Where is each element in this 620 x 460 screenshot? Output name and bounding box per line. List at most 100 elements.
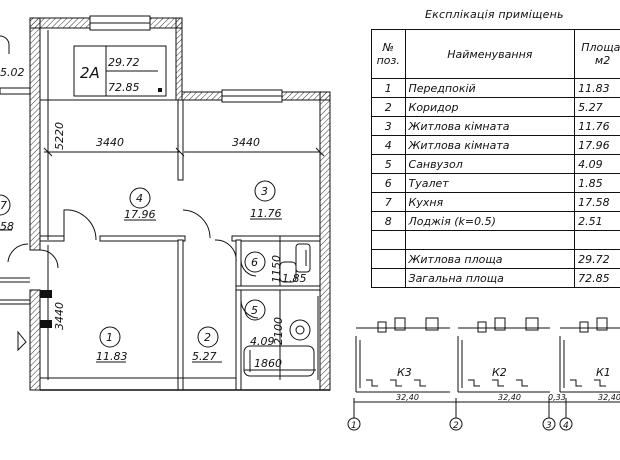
- dim-room3-width: 3440: [232, 136, 260, 149]
- table-cell-name: Житлова кімната: [404, 116, 576, 136]
- section-dim-gap: 0,33: [548, 393, 566, 402]
- table-cell-num: 8: [371, 211, 406, 231]
- table-cell-name: [404, 230, 576, 250]
- section-k1-label: К1: [596, 366, 611, 379]
- section-dim-3: 32,40: [598, 393, 620, 402]
- neighbour-fragment: 5.02 7 58: [0, 35, 31, 352]
- header-name: Найменування: [404, 29, 576, 79]
- axis-marker-3: 3: [542, 417, 556, 431]
- axis-marker-1: 1: [347, 417, 361, 431]
- svg-text:4: 4: [563, 421, 569, 431]
- dim-vertical-top: 5220: [53, 122, 66, 150]
- room-3-label: 3 11.76: [250, 180, 282, 220]
- room-2-label: 2 5.27: [192, 326, 222, 363]
- table-cell-area: 1.85: [574, 173, 620, 193]
- table-cell-name: Загальна площа: [404, 268, 576, 288]
- room-3-area: 11.76: [250, 207, 282, 220]
- room-4-number: 4: [136, 192, 143, 205]
- table-cell-num: 5: [371, 154, 406, 174]
- axis-marker-2: 2: [449, 417, 463, 431]
- room-1-number: 1: [106, 331, 113, 344]
- table-cell-area: 17.96: [574, 135, 620, 155]
- dimension-lines: [43, 30, 325, 380]
- table-cell-num: 2: [371, 97, 406, 117]
- room-2-number: 2: [204, 331, 211, 344]
- axis-marker-4: 4: [559, 417, 573, 431]
- room-4-area: 17.96: [124, 208, 156, 221]
- key-plan: [353, 317, 620, 420]
- section-dim-2: 32,40: [498, 393, 521, 402]
- table-cell-num: 7: [371, 192, 406, 212]
- table-cell-area: 29.72: [574, 249, 620, 269]
- table-title: Експлікація приміщень: [425, 8, 564, 21]
- apartment-code: 2A: [80, 64, 100, 82]
- header-area: Площа,м2: [574, 29, 620, 79]
- table-cell-area: 5.27: [574, 97, 620, 117]
- table-cell-num: 3: [371, 116, 406, 136]
- table-cell-num: [371, 249, 406, 269]
- dim-toilet-height: 1150: [270, 255, 283, 283]
- table-cell-area: [574, 230, 620, 250]
- section-k3-label: К3: [397, 366, 412, 379]
- table-cell-num: [371, 230, 406, 250]
- dim-bath-height: 2100: [272, 317, 285, 345]
- room-3-number: 3: [261, 185, 268, 198]
- key-plan-labels: К3 К2 К1 32,40 32,40 0,33 32,40 1 2 3 4: [347, 366, 620, 431]
- room-2-area: 5.27: [192, 350, 217, 363]
- room-4-label: 4 17.96: [124, 187, 156, 221]
- room-1-area: 11.83: [96, 350, 128, 363]
- table-cell-area: 11.76: [574, 116, 620, 136]
- neighbour-room-area: 58: [0, 220, 14, 233]
- svg-text:1: 1: [351, 421, 357, 431]
- apartment-living-area: 29.72: [108, 56, 140, 69]
- section-dim-1: 32,40: [396, 393, 419, 402]
- table-cell-name: Кухня: [404, 192, 576, 212]
- key-plan-section-k1: [559, 317, 620, 393]
- section-k2-label: К2: [492, 366, 507, 379]
- table-cell-num: 6: [371, 173, 406, 193]
- room-5-number: 5: [251, 304, 258, 317]
- room-6-number: 6: [251, 256, 258, 269]
- table-cell-name: Лоджія (k=0.5): [404, 211, 576, 231]
- table-cell-name: Передпокій: [404, 78, 576, 98]
- apartment-total-area: 72.85: [108, 81, 140, 94]
- room-labels: 4 17.96 3 11.76 6 1.85 5 4.09 1 11.83: [96, 180, 307, 363]
- dimension-texts: 5220 3440 3440 3440 1860 2100 1150: [53, 122, 285, 370]
- svg-text:2: 2: [453, 421, 459, 431]
- table-cell-num: 4: [371, 135, 406, 155]
- room-5-label: 5 4.09: [244, 299, 275, 348]
- dim-bath-width: 1860: [254, 357, 282, 370]
- table-cell-num: [371, 268, 406, 288]
- table-cell-name: Туалет: [404, 173, 576, 193]
- neighbour-area-label: 5.02: [0, 66, 25, 79]
- dim-room4-width: 3440: [96, 136, 124, 149]
- key-plan-section-k3: [355, 317, 450, 393]
- table-cell-name: Санвузол: [404, 154, 576, 174]
- table-cell-num: 1: [371, 78, 406, 98]
- room-6-area: 1.85: [282, 272, 307, 285]
- table-cell-name: Коридор: [404, 97, 576, 117]
- svg-text:3: 3: [546, 421, 552, 431]
- table-row: [371, 230, 620, 250]
- table-cell-name: Житлова площа: [404, 249, 576, 269]
- table-cell-name: Житлова кімната: [404, 135, 576, 155]
- table-cell-area: 2.51: [574, 211, 620, 231]
- neighbour-room-label: 7: [0, 199, 7, 212]
- dim-vertical-bottom: 3440: [53, 302, 66, 330]
- room-6-label: 6 1.85: [244, 251, 307, 285]
- walls: [29, 15, 331, 391]
- table-cell-area: 11.83: [574, 78, 620, 98]
